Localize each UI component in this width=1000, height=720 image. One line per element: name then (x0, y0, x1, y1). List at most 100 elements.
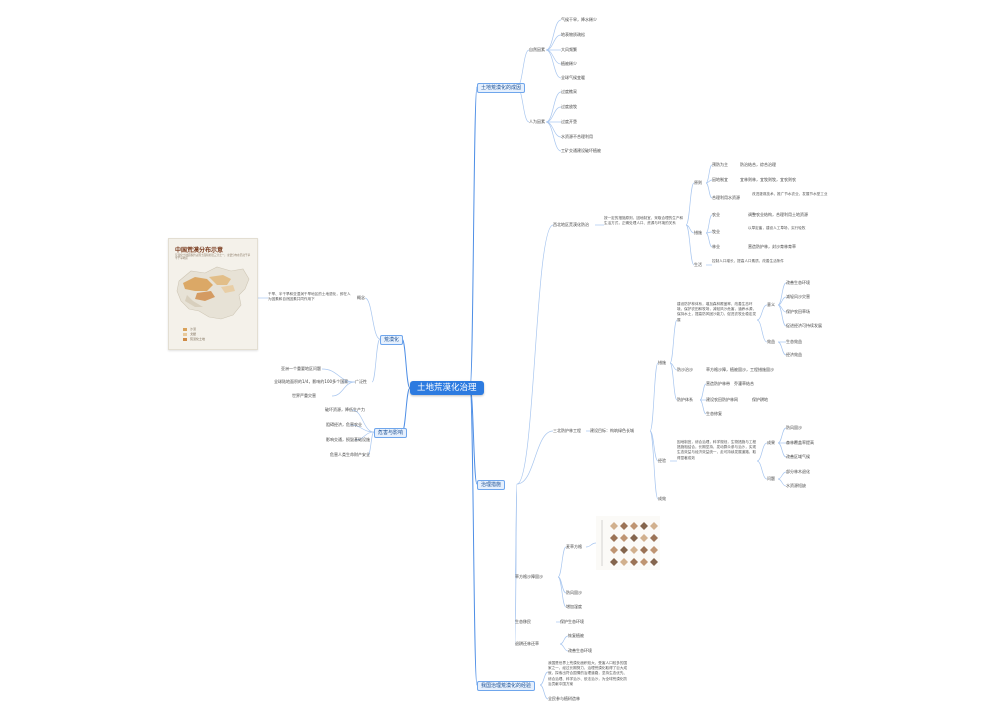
node-human-3[interactable]: 过度开垦 (561, 119, 577, 124)
connector (705, 232, 713, 248)
node-sanbei-a-sub2[interactable]: 效益 (767, 339, 775, 344)
connector (545, 49, 562, 79)
node-sanbei-b-1[interactable]: 营造防护林带 (706, 381, 730, 386)
node-natural-2[interactable]: 地表物质疏松 (561, 32, 585, 37)
node-sanbei-c-sub1-2[interactable]: 森林覆盖率提高 (786, 440, 814, 445)
node-measure-3-v[interactable]: 营造防护林，封沙育林育草 (748, 244, 796, 249)
branch-experience[interactable]: 我国治理荒漠化的经验 (477, 681, 536, 691)
node-hazard-1[interactable]: 破坏资源，降低生产力 (325, 407, 365, 412)
node-exp-tail[interactable]: 全民参与植树造林 (548, 696, 580, 701)
node-natural[interactable]: 自然因素 (529, 47, 545, 52)
node-measure[interactable]: 措施 (694, 230, 702, 235)
node-hazard-2[interactable]: 阻碍经济，危害农业 (326, 422, 362, 427)
node-policy-1[interactable]: 恢复植被 (568, 633, 584, 638)
sand-cell (620, 534, 628, 542)
node-extent[interactable]: 广泛性 (355, 379, 367, 384)
node-xibei-desc[interactable]: 按一定的措施原则，因地制宜，采取合理的生产和生活方式，正确处理人口、资源与环境的… (604, 216, 684, 226)
node-sanbei-c-sub1-3[interactable]: 改善区域气候 (786, 454, 810, 459)
node-sanbei-a-desc[interactable]: 建设防护林体系，增加森林覆盖率，改善生态环境，保护农田和牧场，减轻风沙危害，涵养… (677, 302, 757, 322)
node-eco-v[interactable]: 保护生态环境 (560, 619, 584, 624)
branch-measures[interactable]: 治理措施 (477, 480, 506, 490)
node-principle-1-v[interactable]: 防治结合，综合治理 (740, 162, 776, 167)
node-sanbei-a-sub2-2[interactable]: 经济效益 (786, 352, 802, 357)
node-eco[interactable]: 生态移民 (515, 619, 531, 624)
node-sanbei-tail[interactable]: 成效 (658, 496, 666, 501)
node-policy[interactable]: 退耕还林还草 (515, 641, 539, 646)
node-hazard-3[interactable]: 影响交通，损毁基础设施 (326, 437, 370, 442)
node-principle-2-v[interactable]: 宜林则林，宜牧则牧，宜农则农 (740, 177, 796, 182)
node-sanbei-c[interactable]: 经验 (658, 458, 666, 463)
node-measure-1-v[interactable]: 调整农业结构，合理利用土地资源 (748, 212, 808, 217)
node-sanbei-a-sub1-2[interactable]: 减轻风沙灾害 (786, 294, 810, 299)
node-human-5[interactable]: 工矿交通建设破坏植被 (561, 148, 601, 153)
node-natural-4[interactable]: 植被稀少 (561, 61, 577, 66)
connector (545, 34, 562, 51)
node-sanbei-b[interactable]: 防护体系 (677, 397, 693, 402)
node-grid-2[interactable]: 防风固沙 (566, 590, 582, 595)
node-grid[interactable]: 草方格沙障固沙 (515, 574, 543, 579)
node-xibei[interactable]: 西北地区荒漠化防治 (553, 222, 589, 227)
node-definition[interactable]: 概念 (357, 295, 365, 300)
node-measure-1[interactable]: 农业 (712, 212, 720, 217)
node-sanbei-a-sub1[interactable]: 意义 (767, 302, 775, 307)
node-hazard-4[interactable]: 危害人类生命财产安全 (330, 452, 370, 457)
branch-hazards[interactable]: 危害与影响 (374, 428, 408, 438)
node-principle-3-v[interactable]: 改进灌溉技术，推广节水农业，发展节水型工业 (752, 192, 828, 196)
node-sanbei-a-sub1-4[interactable]: 促进经济可持续发展 (786, 323, 822, 328)
node-extent-2[interactable]: 全球陆地面积的1/4，影响约100多个国家 (274, 379, 349, 384)
connector (545, 121, 562, 152)
node-life-v[interactable]: 控制人口增长，提高人口素质，改善生活条件 (712, 259, 784, 263)
connector (469, 387, 478, 686)
connector (705, 182, 713, 199)
node-sanbei-c-sub2-1[interactable]: 部分林木退化 (786, 469, 810, 474)
node-sanbei-b-2[interactable]: 建设农田防护林网 (706, 397, 738, 402)
node-sanbei-c-sub1-1[interactable]: 防风固沙 (786, 425, 802, 430)
node-sanbei-c-sub2[interactable]: 问题 (767, 476, 775, 481)
node-sanbei-a-row[interactable]: 防沙治沙 (677, 367, 693, 372)
node-principle-1[interactable]: 预防为主 (712, 162, 728, 167)
node-sanbei[interactable]: 三北防护林工程 (553, 428, 581, 433)
node-grid-3[interactable]: 增加湿度 (566, 604, 582, 609)
sand-cell (650, 546, 658, 554)
sand-cell (640, 558, 648, 566)
node-human-4[interactable]: 水资源不合理利用 (561, 134, 593, 139)
node-measure-2-v[interactable]: 以草定畜，建设人工草场，实行轮牧 (748, 226, 806, 230)
node-sanbei-a-sub1-1[interactable]: 改善生态环境 (786, 280, 810, 285)
node-human[interactable]: 人为因素 (529, 119, 545, 124)
node-sanbei-a-sub1-3[interactable]: 保护农田草场 (786, 309, 810, 314)
node-extent-3[interactable]: 世界严重灾害 (292, 393, 316, 398)
node-sanbei-b-1-v[interactable]: 乔灌草结合 (734, 381, 754, 386)
node-exp-desc[interactable]: 我国是世界上荒漠化面积较大、受害人口较多的国家之一，经过长期努力，治理荒漠化取得… (548, 661, 628, 686)
node-sanbei-b-2-v[interactable]: 保护耕地 (752, 397, 768, 402)
node-human-2[interactable]: 过度放牧 (561, 104, 577, 109)
node-measure-3[interactable]: 林业 (712, 244, 720, 249)
node-sanbei-a-sub2-1[interactable]: 生态效益 (786, 339, 802, 344)
node-human-1[interactable]: 过度樵采 (561, 89, 577, 94)
node-principle-2[interactable]: 因地制宜 (712, 177, 728, 182)
node-natural-3[interactable]: 大风频繁 (561, 47, 577, 52)
node-measure-2[interactable]: 牧业 (712, 229, 720, 234)
connector (669, 319, 678, 364)
node-grid-1[interactable]: 麦草方格 (566, 544, 582, 549)
connector (557, 576, 567, 608)
node-sanbei-a[interactable]: 措施 (658, 360, 666, 365)
node-policy-2[interactable]: 改善生态环境 (568, 648, 592, 653)
node-sanbei-c-sub2-2[interactable]: 水资源短缺 (786, 483, 806, 488)
node-sanbei-b-3[interactable]: 生态修复 (706, 411, 722, 416)
node-extent-1[interactable]: 亚洲一个重要地区问题 (281, 366, 321, 371)
node-natural-5[interactable]: 全球气候变暖 (561, 75, 585, 80)
node-sanbei-a-row-v[interactable]: 草方格沙障，植被固沙，工程措施固沙 (706, 367, 774, 372)
branch-desertification[interactable]: 荒漠化 (380, 335, 404, 345)
connector (756, 304, 768, 321)
node-principle-3[interactable]: 合理利用水资源 (712, 195, 740, 200)
node-definition-text[interactable]: 干旱、半干旱和亚湿润干旱地区的土地退化，即在人为因素和自然因素共同作用下 (268, 292, 351, 302)
node-sanbei-goal[interactable]: 建设目标：构筑绿色长城 (590, 428, 634, 433)
branch-causes[interactable]: 土地荒漠化的成因 (477, 83, 526, 93)
node-principle[interactable]: 原则 (694, 180, 702, 185)
node-sanbei-c-desc[interactable]: 因地制宜，综合治理，科学规划，生物措施与工程措施相结合，长期坚持，发动群众参与治… (677, 440, 757, 460)
root-topic[interactable]: 土地荒漠化治理 (410, 381, 484, 395)
node-sanbei-c-sub1[interactable]: 成果 (767, 440, 775, 445)
node-life[interactable]: 生活 (694, 262, 702, 267)
connector (516, 430, 554, 485)
node-natural-1[interactable]: 气候干旱，降水稀少 (561, 17, 597, 22)
